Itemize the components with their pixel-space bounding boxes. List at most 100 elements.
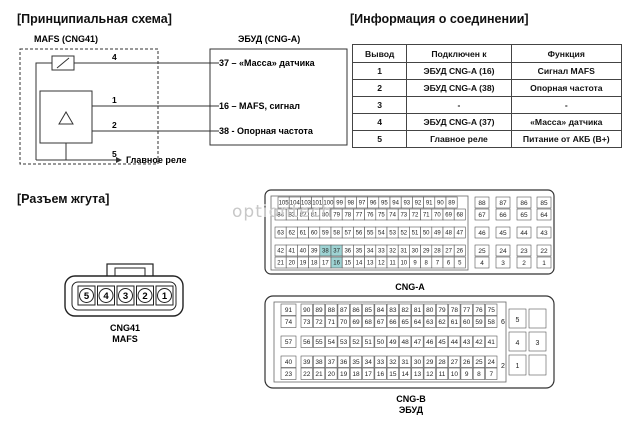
pin-number: 11 xyxy=(389,261,396,267)
pin-cell xyxy=(386,335,399,348)
pin-number: 75 xyxy=(488,307,496,314)
pin-number: 87 xyxy=(499,200,507,207)
table-row: 4 ЭБУД CNG-A (37) «Масса» датчика xyxy=(351,113,622,131)
pin-number: 80 xyxy=(322,213,329,219)
pin-cell xyxy=(453,256,466,269)
pin-number: 26 xyxy=(456,249,463,255)
pin-number: 91 xyxy=(426,201,433,207)
pin-cell xyxy=(337,335,350,348)
triangle-icon xyxy=(58,111,74,125)
pin-number: 99 xyxy=(336,201,343,207)
pin-number: 22 xyxy=(540,248,548,255)
pin-number: 20 xyxy=(328,371,336,378)
pin-cell xyxy=(516,196,532,209)
pin-number: 88 xyxy=(328,307,336,314)
pin-cell xyxy=(423,367,436,380)
pin-cell xyxy=(495,226,511,239)
pin-number: 16 xyxy=(333,261,340,267)
pin-number: 3 xyxy=(501,260,505,267)
pin-number: 81 xyxy=(311,213,318,219)
cell-pin: 1 xyxy=(351,62,408,80)
table-row: 3 - - xyxy=(351,96,622,114)
pin-cell xyxy=(411,335,424,348)
pin-number: 41 xyxy=(488,339,496,346)
pin-number: 64 xyxy=(414,319,422,326)
pin-number: 44 xyxy=(520,230,528,237)
pin-cell xyxy=(280,303,297,316)
pin-number: 15 xyxy=(389,371,397,378)
pin-number: 79 xyxy=(333,213,340,219)
pin-number: 1 xyxy=(516,363,520,370)
pin-number: 12 xyxy=(426,371,434,378)
pin-number: 36 xyxy=(344,249,351,255)
pin-cell xyxy=(485,355,498,368)
pin-number: 19 xyxy=(300,261,307,267)
pin-number: 59 xyxy=(322,231,329,237)
schematic: MAFS (CNG41) ЭБУД (CNG-A) 4 1 2 5 37 – «… xyxy=(19,34,348,165)
ecu-label: ЭБУД (CNG-A) xyxy=(238,34,300,44)
pin-number: 90 xyxy=(303,307,311,314)
cell-function: - xyxy=(510,96,622,114)
pin-cell xyxy=(411,367,424,380)
connection-info-heading: [Информация о соединении] xyxy=(350,12,529,26)
heater-diagonal xyxy=(56,57,70,69)
pin-number: 91 xyxy=(285,307,293,314)
pin-number: 65 xyxy=(520,212,528,219)
pin-number: 47 xyxy=(414,339,422,346)
pin-cell xyxy=(399,335,412,348)
pin-number: 47 xyxy=(456,231,463,237)
pin-cell xyxy=(485,315,498,328)
pin-number: 72 xyxy=(315,319,323,326)
pin-cell xyxy=(280,335,297,348)
pin-number: 95 xyxy=(381,201,388,207)
pin-number: 37 xyxy=(328,359,336,366)
pin-cell xyxy=(445,196,458,209)
pin-number: 79 xyxy=(438,307,446,314)
pin-number: 19 xyxy=(340,371,348,378)
pin-cell xyxy=(435,355,449,368)
pin-number: 62 xyxy=(438,319,446,326)
pin-number: 1 xyxy=(542,260,546,267)
pin-cell xyxy=(300,355,313,368)
pin-cell xyxy=(337,303,350,316)
arrow-icon xyxy=(116,157,122,163)
cell-connected-to: ЭБУД CNG-A (38) xyxy=(406,79,512,97)
pin-number: 45 xyxy=(438,339,446,346)
pin-number: 50 xyxy=(377,339,385,346)
pin-number: 30 xyxy=(412,249,419,255)
pin-number: 78 xyxy=(344,213,351,219)
pin-num-1: 1 xyxy=(112,95,117,105)
pin-cell xyxy=(280,315,297,328)
pin-number: 29 xyxy=(426,359,434,366)
pin-number: 92 xyxy=(415,201,422,207)
pin-cell xyxy=(325,315,338,328)
cell-function: Опорная частота xyxy=(510,79,622,97)
pin-cell xyxy=(399,303,412,316)
pin-cell xyxy=(516,244,532,257)
connection-table: Вывод Подключен к Функция 1 ЭБУД CNG-A (… xyxy=(351,44,622,148)
pin-cell xyxy=(472,335,486,348)
pin-number: 13 xyxy=(367,261,374,267)
pin-cell xyxy=(423,355,436,368)
pin-number: 14 xyxy=(402,371,410,378)
pin-cell xyxy=(448,355,461,368)
pin-cell xyxy=(312,367,326,380)
mafs-label: MAFS (CNG41) xyxy=(34,34,98,44)
pin-number: 82 xyxy=(300,213,307,219)
pin-number: 43 xyxy=(540,230,548,237)
pin-cell xyxy=(423,303,436,316)
pin-cell xyxy=(453,208,466,221)
pin-cell xyxy=(349,335,363,348)
pin-cell xyxy=(325,303,338,316)
pin-number: 55 xyxy=(367,231,374,237)
pin-number: 4 xyxy=(103,291,109,302)
cell-connected-to: Главное реле xyxy=(406,130,512,148)
pin-number: 49 xyxy=(389,339,397,346)
cell-pin: 3 xyxy=(351,96,408,114)
pin-cell xyxy=(386,367,399,380)
pin-cell xyxy=(362,303,375,316)
pin-number: 18 xyxy=(311,261,318,267)
pin-number: 104 xyxy=(290,201,301,207)
